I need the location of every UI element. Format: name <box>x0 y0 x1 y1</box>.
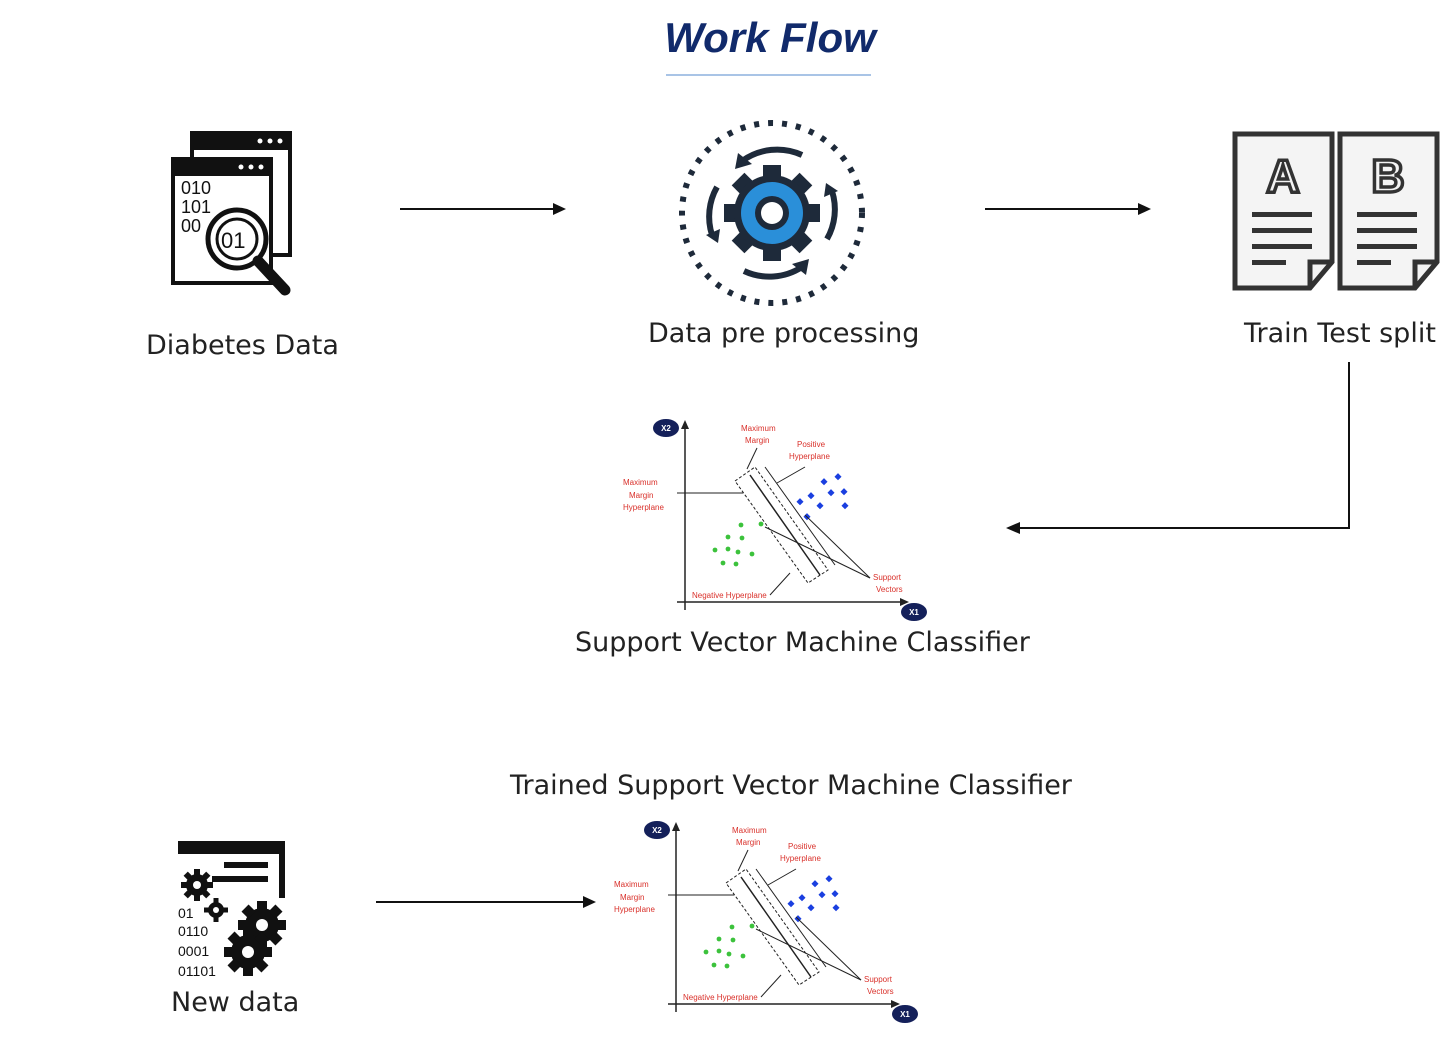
label-negative-hyperplane: Negative Hyperplane <box>692 591 767 600</box>
label-max-margin-hyperplane: Hyperplane <box>623 503 664 512</box>
axis-y-badge: X2 <box>661 424 671 433</box>
node-diabetes-data: Diabetes Data <box>146 330 339 361</box>
label-max-margin-hyperplane: Margin <box>620 893 644 902</box>
label-max-margin-hyperplane: Hyperplane <box>614 905 655 914</box>
label-maximum-margin: Maximum <box>741 424 776 433</box>
node-train-test-split: Train Test split <box>1244 318 1436 349</box>
database-search-icon: 010 101 00 01 <box>171 131 292 296</box>
title-underline <box>666 74 871 76</box>
label-max-margin-hyperplane: Margin <box>629 491 653 500</box>
label-support-vectors: Vectors <box>876 585 903 594</box>
node-trained-classifier: Trained Support Vector Machine Classifie… <box>510 770 1072 801</box>
label-maximum-margin: Margin <box>736 838 760 847</box>
label-max-margin-hyperplane: Maximum <box>623 478 658 487</box>
label-positive-hyperplane: Hyperplane <box>780 854 821 863</box>
gear-process-icon <box>679 120 865 306</box>
label-support-vectors: Support <box>864 975 893 984</box>
node-new-data: New data <box>171 987 300 1018</box>
new-data-line: 0110 <box>178 923 208 939</box>
label-support-vectors: Vectors <box>867 987 894 996</box>
axis-x-badge: X1 <box>900 1010 910 1019</box>
flow-connector-arrow <box>1006 362 1350 534</box>
label-positive-hyperplane: Positive <box>788 842 817 851</box>
new-data-line: 01 <box>178 905 194 921</box>
label-positive-hyperplane: Hyperplane <box>789 452 830 461</box>
label-support-vectors: Support <box>873 573 902 582</box>
node-preprocessing: Data pre processing <box>648 318 920 349</box>
new-data-line: 01101 <box>178 963 216 979</box>
label-negative-hyperplane: Negative Hyperplane <box>683 993 758 1002</box>
ab-split-icon: A B <box>1232 131 1440 291</box>
data-icon-line: 01 <box>221 228 245 253</box>
split-letter-a: A <box>1266 150 1299 202</box>
node-svm-classifier: Support Vector Machine Classifier <box>575 627 1030 658</box>
label-max-margin-hyperplane: Maximum <box>614 880 649 889</box>
trained-svm-diagram: X2 X1 Maximum Margin Positive Hyperplane… <box>614 821 918 1023</box>
svm-diagram: X2 X1 Maximum Margin Positive Hyperpl <box>623 419 927 621</box>
label-maximum-margin: Margin <box>745 436 769 445</box>
data-icon-line: 010 <box>181 178 211 198</box>
axis-x-badge: X1 <box>909 608 919 617</box>
new-data-line: 0001 <box>178 943 209 959</box>
axis-y-badge: X2 <box>652 826 662 835</box>
data-icon-line: 00 <box>181 216 201 236</box>
data-icon-line: 101 <box>181 197 211 217</box>
page-title: Work Flow <box>664 14 876 61</box>
flow-arrow <box>376 896 596 908</box>
label-maximum-margin: Maximum <box>732 826 767 835</box>
label-positive-hyperplane: Positive <box>797 440 826 449</box>
flow-arrow <box>985 203 1151 215</box>
split-letter-b: B <box>1371 150 1404 202</box>
new-data-gear-icon: 01 0110 0001 01101 <box>178 841 286 979</box>
flow-arrow <box>400 203 566 215</box>
